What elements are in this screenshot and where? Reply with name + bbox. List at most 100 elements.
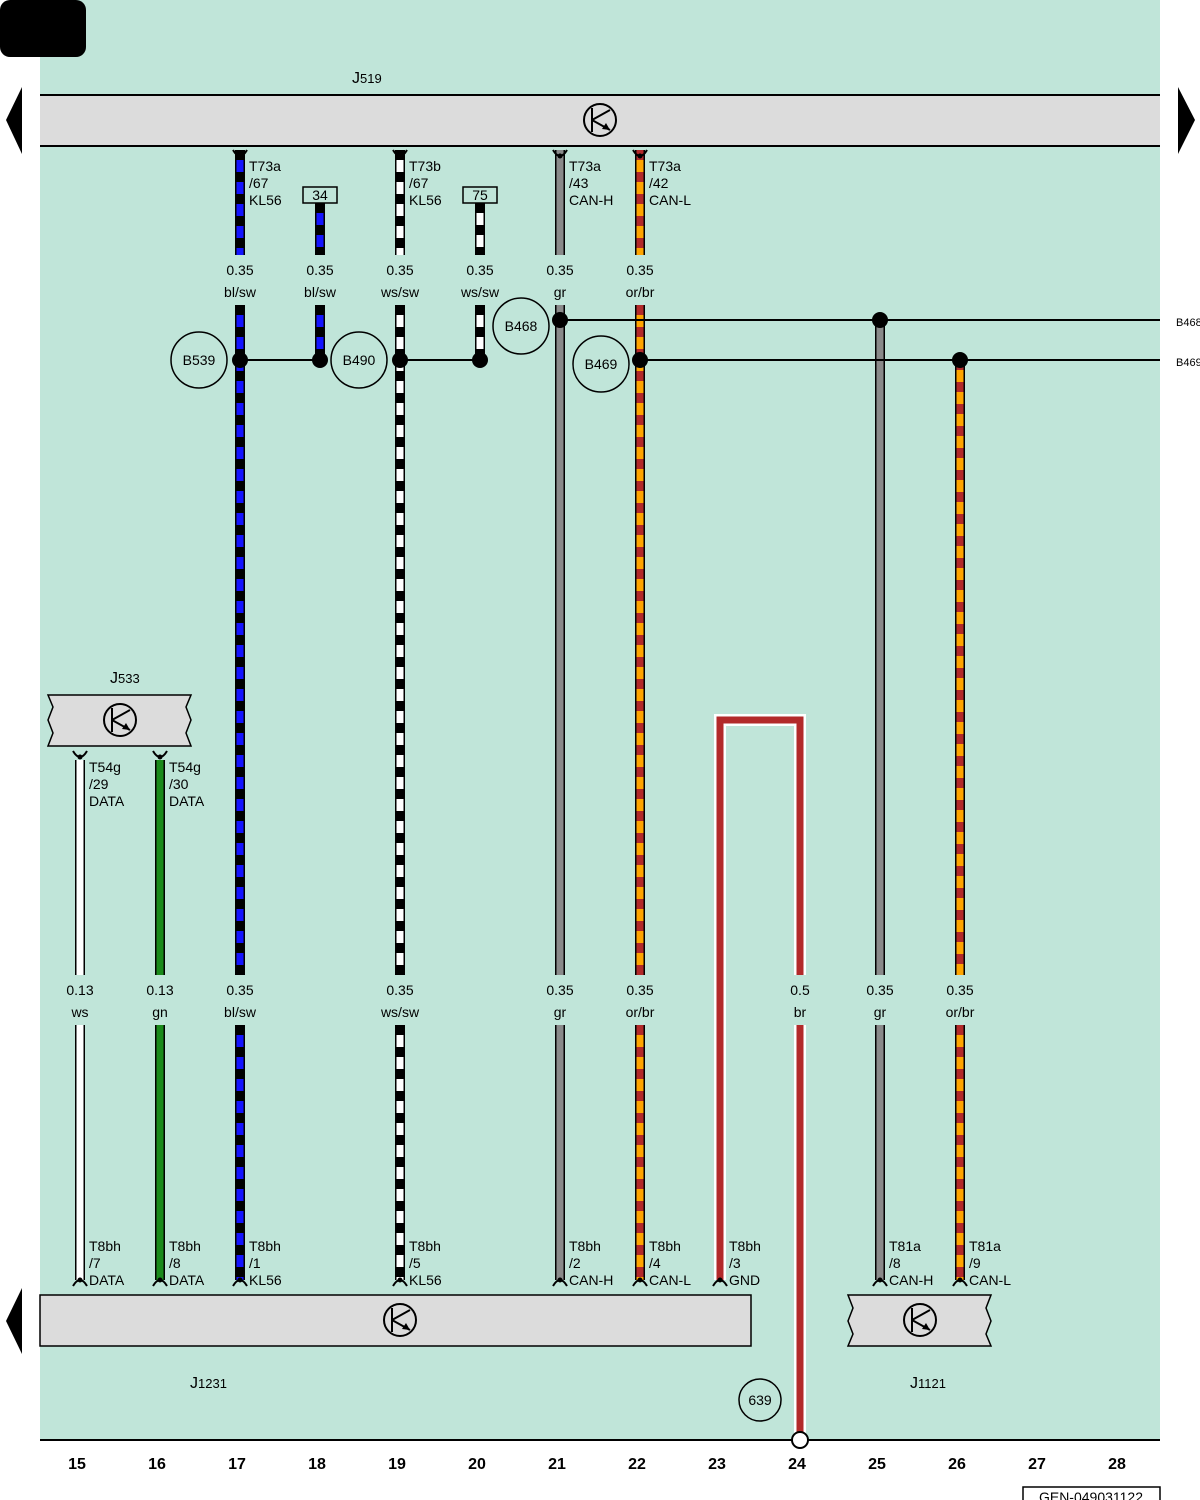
connector-pin-label: /3 [729,1255,741,1271]
connector-pin-icon [152,1277,168,1287]
terminal-75: 75 [462,186,498,204]
column-number: 19 [388,1456,406,1473]
column-number: 25 [868,1456,886,1473]
connector-pin-icon [872,1277,888,1287]
connector-signal-label: KL56 [409,192,442,208]
connector-label: T73a [249,158,281,174]
module-j1231[interactable] [39,1294,752,1347]
connector-pin-icon [72,1277,88,1287]
connector-signal-label: CAN-L [649,192,691,208]
connector-pin-label: /4 [649,1255,661,1271]
connector-label: T8bh [249,1238,281,1254]
module-j533[interactable] [46,694,193,747]
connector-pin-icon [152,750,168,760]
connector-signal-label: CAN-H [889,1272,933,1288]
connector-signal-label: DATA [169,1272,205,1288]
connector-pin-label: /67 [249,175,269,191]
document-id: GEN-049031122 [1022,1486,1161,1500]
wire-size-label: 0.35 [466,262,493,278]
control-unit-icon [383,1303,417,1337]
diagram-background [40,0,1160,1440]
wire-size-label: 0.35 [866,982,893,998]
connector-pin-icon [392,149,408,159]
connector-pin-label: /43 [569,175,589,191]
connector-label: T8bh [729,1238,761,1254]
connector-label: T8bh [169,1238,201,1254]
module-label-j1231: J1231 [190,1375,227,1392]
splice-b539: B539 [170,331,228,389]
column-number: 28 [1108,1456,1126,1473]
svg-text:75: 75 [472,187,488,203]
wire-color-label: ws/sw [460,284,500,300]
wire-size-label: 0.35 [626,982,653,998]
module-label-j1121: J1121 [910,1375,946,1392]
connector-pin-icon [712,1277,728,1287]
connector-label: T8bh [569,1238,601,1254]
wire-color-label: bl/sw [304,284,337,300]
ground-terminal [791,1431,809,1449]
wire-size-label: 0.35 [546,982,573,998]
svg-text:34: 34 [312,187,328,203]
module-j519[interactable] [40,95,1160,146]
wire-color-label: bl/sw [224,284,257,300]
column-number: 17 [228,1456,246,1473]
wire-color-label: br [794,1004,807,1020]
prev-page-arrow-bottom[interactable] [6,1288,22,1354]
wire-size-label: 0.35 [226,982,253,998]
svg-text:B468: B468 [505,318,538,334]
next-page-arrow-top[interactable] [1178,87,1195,154]
connector-pin-label: /8 [169,1255,181,1271]
wire-size-label: 0.35 [226,262,253,278]
connector-signal-label: KL56 [249,1272,282,1288]
module-j1121[interactable] [846,1294,993,1347]
connector-label: T73a [569,158,601,174]
wire-color-label: gn [152,1004,168,1020]
connector-signal-label: DATA [89,793,125,809]
wire-color-label: gr [874,1004,887,1020]
module-label-j533: J533 [110,670,140,687]
wire-color-label: bl/sw [224,1004,257,1020]
connector-signal-label: CAN-H [569,1272,613,1288]
column-number: 15 [68,1456,86,1473]
connector-pin-label: /30 [169,776,189,792]
wire-size-label: 0.35 [306,262,333,278]
wire-color-label: gr [554,284,567,300]
page-tab [0,0,86,57]
wire-gnd-br-loop [714,714,806,1440]
connector-signal-label: DATA [169,793,205,809]
connector-label: T54g [169,759,201,775]
wire-color-label: gr [554,1004,567,1020]
connector-pin-icon [232,149,248,159]
connector-pin-icon [952,1277,968,1287]
column-number: 18 [308,1456,326,1473]
prev-page-arrow-top[interactable] [6,87,22,154]
connector-signal-label: KL56 [409,1272,442,1288]
wire-size-label: 0.13 [146,982,173,998]
connector-pin-label: /42 [649,175,669,191]
module-label-j519: J519 [352,70,382,87]
connector-label: T81a [969,1238,1001,1254]
connector-label: T73a [649,158,681,174]
connector-pin-icon [392,1277,408,1287]
wire-color-label: ws/sw [380,1004,420,1020]
column-number: 26 [948,1456,966,1473]
column-number: 16 [148,1456,166,1473]
svg-text:B469: B469 [585,356,618,372]
splice-b468: B468 [492,297,550,355]
connector-pin-icon [632,149,648,159]
wire-size-label: 0.13 [66,982,93,998]
connector-label: T8bh [409,1238,441,1254]
wire-color-label: ws [70,1004,88,1020]
connector-pin-label: /5 [409,1255,421,1271]
wire-size-label: 0.5 [790,982,810,998]
column-number: 27 [1028,1456,1046,1473]
wire-color-label: or/br [626,284,655,300]
wire-size-label: 0.35 [946,982,973,998]
connector-signal-label: DATA [89,1272,125,1288]
column-number: 23 [708,1456,726,1473]
connector-pin-label: /9 [969,1255,981,1271]
connector-pin-icon [552,1277,568,1287]
connector-pin-icon [72,750,88,760]
junction-dots [232,312,968,368]
control-unit-icon [583,103,617,137]
